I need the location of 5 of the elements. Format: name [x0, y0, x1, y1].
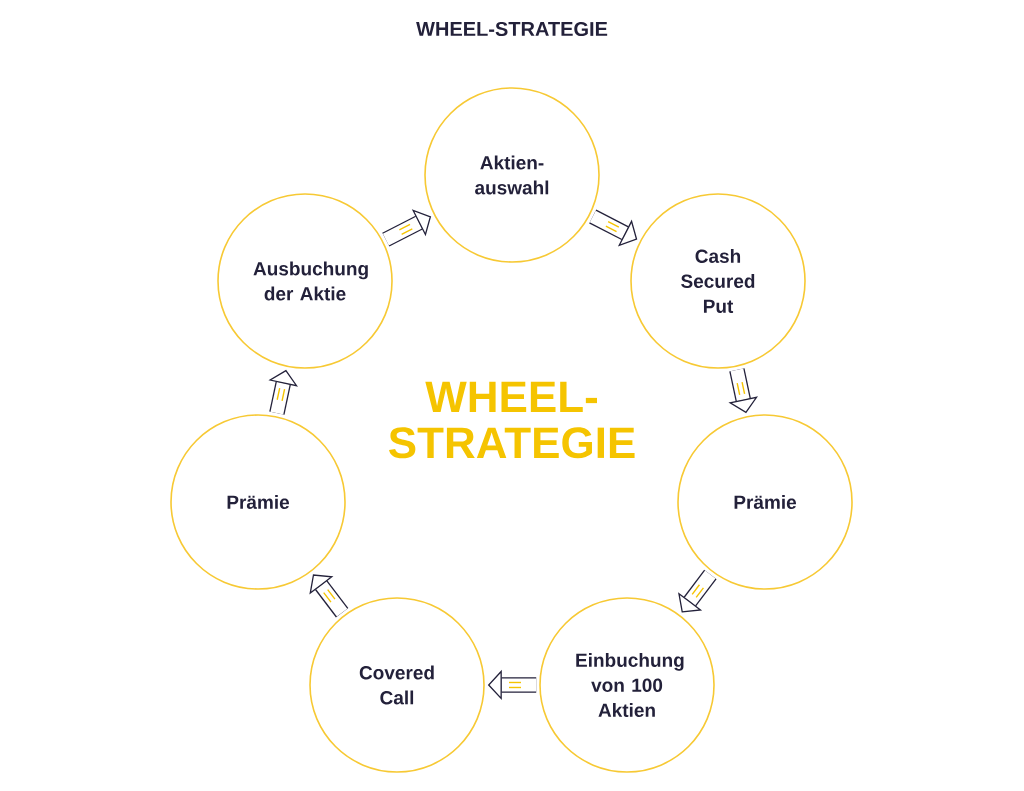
arrow	[309, 574, 349, 618]
arrow	[382, 209, 432, 247]
title: WHEEL-STRATEGIE	[416, 21, 608, 37]
arrow	[678, 569, 717, 613]
center-label: WHEEL- STRATEGIE	[389, 381, 635, 459]
